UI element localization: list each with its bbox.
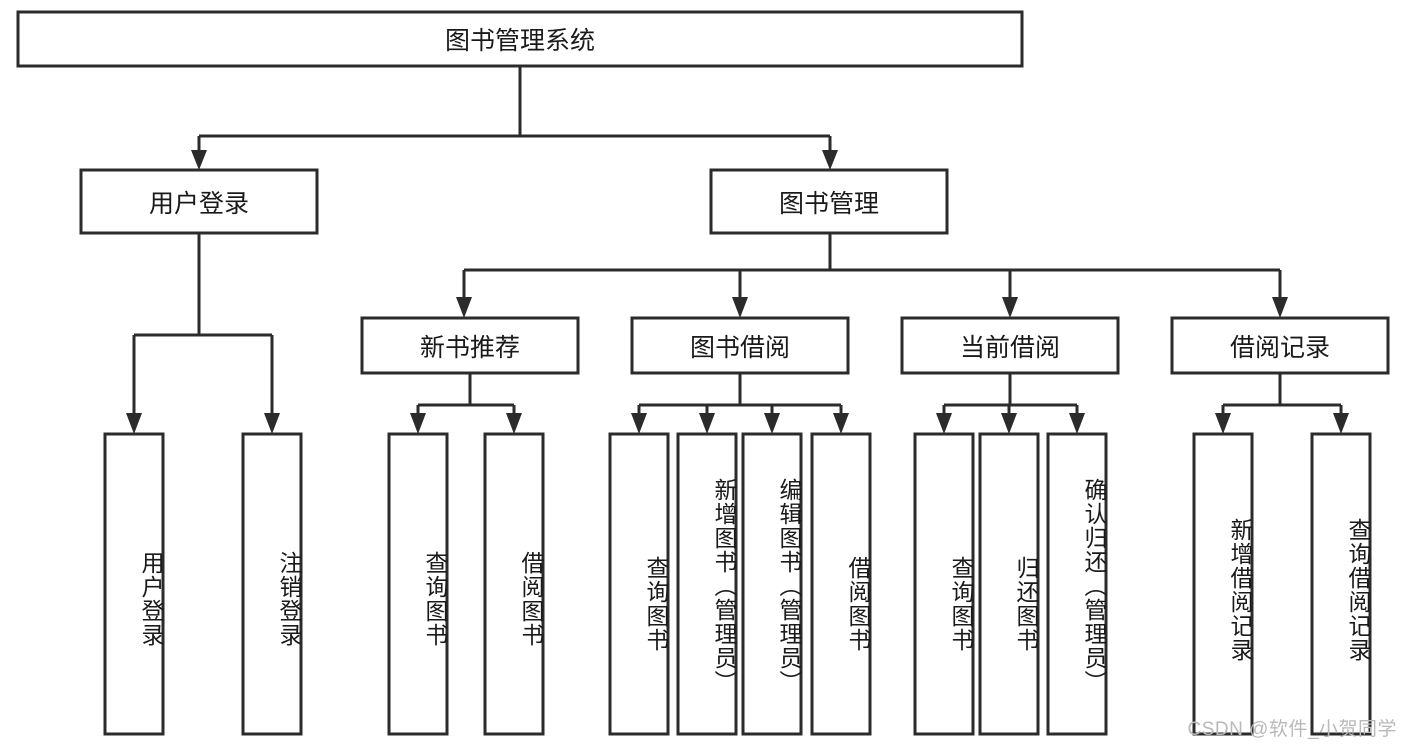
arrow-borrow-leaf-1: [631, 413, 647, 434]
node-box-user-login[interactable]: [79, 168, 319, 235]
node-box-leaf-user-login-2[interactable]: [241, 432, 303, 736]
node-box-leaf-borrow-1[interactable]: [608, 432, 670, 736]
arrow-borrow-leaf-3: [764, 413, 780, 434]
arrow-root-to-bookmgmt: [822, 150, 838, 170]
arrow-newbook-leaf-1: [410, 413, 426, 434]
node-box-borrow-record[interactable]: [1170, 316, 1390, 375]
node-box-new-book-recommend[interactable]: [360, 316, 580, 375]
node-box-leaf-record-1[interactable]: [1192, 432, 1254, 736]
arrow-newbook-leaf-2: [506, 413, 522, 434]
node-box-leaf-new-book-2[interactable]: [483, 432, 545, 736]
arrow-current-leaf-1: [936, 413, 952, 434]
arrow-borrow-leaf-4: [833, 413, 849, 434]
node-box-leaf-new-book-1[interactable]: [387, 432, 449, 736]
arrow-current-leaf-2: [1001, 413, 1017, 434]
node-box-book-management[interactable]: [709, 168, 949, 235]
node-box-root[interactable]: [16, 10, 1024, 68]
arrow-borrow-leaf-2: [699, 413, 715, 434]
node-box-leaf-user-login-1[interactable]: [103, 432, 165, 736]
arrow-userlogin-leaf-1: [126, 413, 142, 434]
arrow-bus-to-current: [1002, 297, 1018, 318]
node-box-leaf-borrow-2[interactable]: [676, 432, 738, 736]
edges-layer: [126, 66, 1349, 434]
node-box-current-borrow[interactable]: [900, 316, 1120, 375]
arrow-record-leaf-1: [1215, 413, 1231, 434]
arrow-bus-to-borrow: [732, 297, 748, 318]
nodes-layer: [16, 10, 1390, 736]
node-box-leaf-record-2[interactable]: [1310, 432, 1372, 736]
node-box-book-borrow[interactable]: [630, 316, 850, 375]
arrow-current-leaf-3: [1069, 413, 1085, 434]
arrow-userlogin-leaf-2: [264, 413, 280, 434]
arrow-root-to-user: [191, 150, 207, 170]
node-box-leaf-borrow-4[interactable]: [810, 432, 872, 736]
arrow-bus-to-newbook: [456, 297, 472, 318]
node-box-leaf-current-1[interactable]: [913, 432, 975, 736]
arrow-bus-to-record: [1272, 297, 1288, 318]
node-box-leaf-borrow-3[interactable]: [741, 432, 803, 736]
node-box-leaf-current-3[interactable]: [1046, 432, 1108, 736]
node-box-leaf-current-2[interactable]: [978, 432, 1040, 736]
arrow-record-leaf-2: [1333, 413, 1349, 434]
